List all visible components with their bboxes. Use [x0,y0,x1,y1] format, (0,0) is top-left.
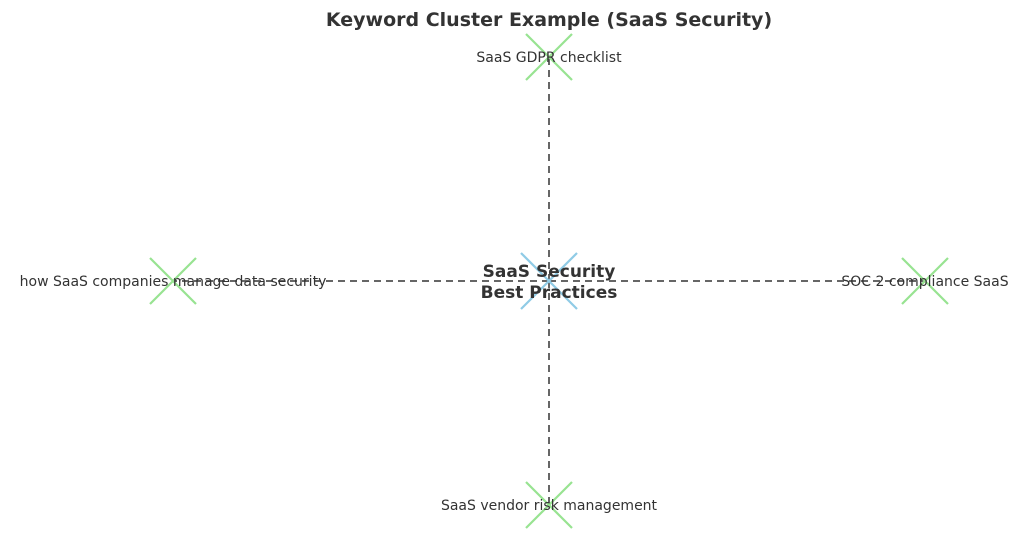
bottom-node-label: SaaS vendor risk management [441,498,658,514]
top-node-marker [525,33,573,81]
center-node-label-line2: Best Practices [481,283,618,303]
top-node-label: SaaS GDPR checklist [476,50,622,66]
edges [173,57,925,505]
bottom-node-marker [525,481,573,529]
right-node-marker [901,257,949,305]
right-node-label: SOC 2 compliance SaaS [841,274,1008,290]
center-node-label-line1: SaaS Security [483,262,616,282]
left-node-marker [149,257,197,305]
center-node-marker [520,252,578,310]
diagram-title: Keyword Cluster Example (SaaS Security) [326,9,772,31]
left-node-label: how SaaS companies manage data security [20,274,327,290]
